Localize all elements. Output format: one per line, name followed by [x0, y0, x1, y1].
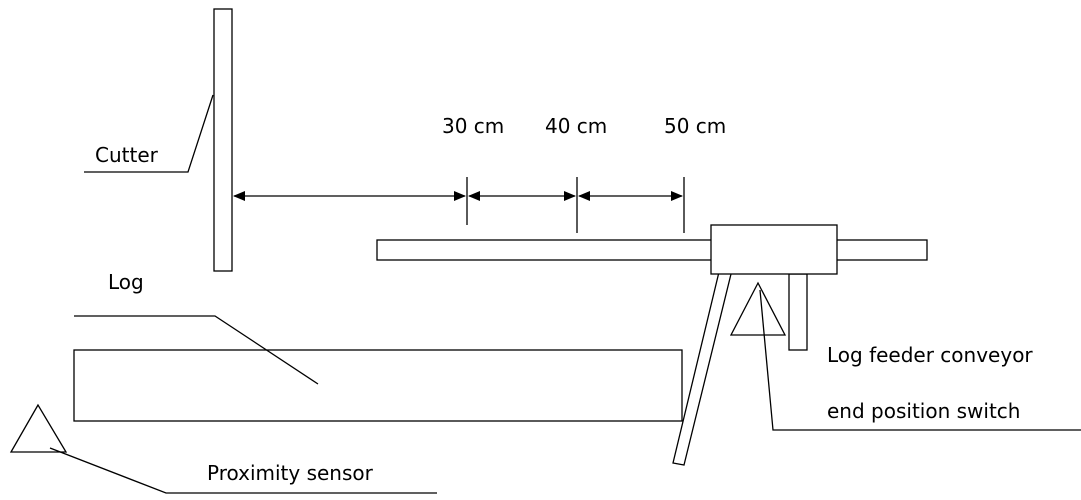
feeder-bar: [376, 239, 928, 261]
cutter-label: Cutter: [95, 143, 159, 167]
switch-leader-line: [759, 289, 1081, 431]
proximity-leader-line: [49, 447, 437, 494]
log-leader-line: [74, 315, 319, 385]
proximity-sensor-label: Proximity sensor: [207, 461, 374, 485]
proximity-sensor-icon: [9, 403, 68, 453]
end-position-switch-icon: [729, 281, 787, 336]
dimension-label-50: 50 cm: [664, 114, 726, 138]
dimension-label-40: 40 cm: [545, 114, 607, 138]
feeder-carriage: [710, 224, 838, 275]
log-body: [73, 349, 683, 422]
feeder-post: [788, 273, 808, 351]
cutter-leader-line: [84, 94, 214, 173]
switch-label-line1: Log feeder conveyor: [827, 343, 1033, 367]
dimension-label-30: 30 cm: [442, 114, 504, 138]
switch-label-line2: end position switch: [827, 399, 1020, 423]
log-label: Log: [108, 270, 144, 294]
cutter-blade: [213, 8, 233, 272]
